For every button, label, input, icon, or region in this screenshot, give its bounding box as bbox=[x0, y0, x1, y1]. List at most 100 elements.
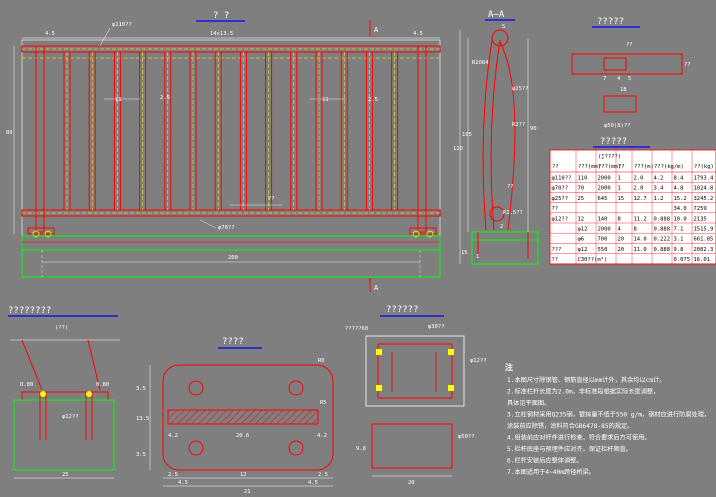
qty-cell: 2.0 bbox=[634, 186, 644, 192]
plate-dim-4: 12 bbox=[240, 472, 247, 478]
anchor-plate bbox=[21, 391, 109, 401]
pipe-leader bbox=[99, 27, 111, 47]
qty-cell: 1024.8 bbox=[694, 186, 714, 192]
note-line: 5.栏杆底座与预埋件应对齐，保证栏杆顺直。 bbox=[507, 445, 632, 453]
qty-cell: 3245.2 bbox=[694, 196, 714, 202]
anchor-plan-0: φ30?? bbox=[428, 324, 445, 330]
qty-cell: 34.0 bbox=[674, 206, 687, 212]
curved-post-outer bbox=[482, 39, 493, 231]
qty-subtitle: (∑????) bbox=[598, 154, 621, 160]
plate-dim-2: 4.2 bbox=[317, 433, 327, 439]
qty-cell: ??? bbox=[552, 247, 562, 253]
anchor-plan-bolt-tl bbox=[376, 349, 382, 355]
detail-tr-4: 18 bbox=[620, 87, 627, 93]
detail-tr-sleeve bbox=[603, 95, 637, 113]
qty-cell: 15 bbox=[618, 196, 625, 202]
qty-cell: ?? bbox=[552, 257, 559, 263]
plate-dim-1: 20.6 bbox=[236, 433, 249, 439]
end-post-left bbox=[35, 45, 45, 233]
aa-label-2: R2?? bbox=[512, 122, 525, 128]
plate-dim-3: 2.5 bbox=[168, 472, 178, 478]
aa-curb bbox=[471, 239, 539, 265]
qty-cell: 10.0 bbox=[674, 216, 687, 222]
qty-grid: (∑????)?????(mm)???(mm)?????(m)???(kg/m)… bbox=[550, 150, 716, 264]
anchor-plan-5: φ50?? bbox=[458, 434, 475, 440]
qty-header-cell: ???(mm) bbox=[578, 164, 601, 170]
base-plate-left bbox=[27, 227, 55, 235]
post-label: φ70?? bbox=[218, 225, 235, 231]
anchor-plan: ?????? φ30?? ?????60 φ12?? 20 9.8 φ50?? bbox=[345, 305, 487, 486]
qty-cell: 15.2 bbox=[674, 196, 687, 202]
anchor-plan-title: ?????? bbox=[386, 305, 419, 315]
qty-cell: 3.4 bbox=[654, 186, 665, 192]
bottom-pipe-section bbox=[489, 206, 505, 222]
note-line: 具体见平面图。 bbox=[507, 399, 550, 407]
note-line: 3.立柱钢材采用Q235钢，镀锌量不低于550 g/m，钢材应进行防腐处理， bbox=[507, 411, 710, 419]
anchor-subtitle: (??) bbox=[55, 325, 68, 331]
anchor-plan-3: 20 bbox=[408, 480, 415, 486]
anchor-nut-left bbox=[40, 391, 46, 397]
qty-cell: 25 bbox=[578, 196, 585, 202]
qty-cell: 8.4 bbox=[674, 176, 685, 182]
gap-label-right2: 2.5 bbox=[368, 97, 378, 103]
note-line: 7.本图适用于4~40m跨径桥梁。 bbox=[507, 468, 595, 476]
qty-cell: 11.2 bbox=[634, 216, 647, 222]
anchor-block bbox=[13, 399, 115, 471]
qty-cell: 645 bbox=[598, 196, 608, 202]
aa-dim-4: 15 bbox=[461, 250, 468, 256]
qty-cell: 3.1 bbox=[674, 237, 684, 243]
post-leader bbox=[199, 219, 217, 229]
qty-cell: 1793.4 bbox=[694, 176, 715, 182]
qty-cell: φ25?? bbox=[552, 196, 569, 202]
aa-dim-6: 2 bbox=[500, 224, 503, 230]
plate-title: ???? bbox=[222, 337, 244, 347]
detail-tr-2: 4 bbox=[617, 76, 621, 82]
elevation-view: ? ? A A 4.5 14x13.5 4.5 φ110?? 11 2.5 11… bbox=[6, 11, 441, 292]
qty-cell: 140 bbox=[598, 216, 608, 222]
aa-dim-0: 5 bbox=[502, 24, 505, 30]
qty-cell: 0.888 bbox=[654, 227, 671, 233]
detail-tr-5: ?? bbox=[684, 62, 691, 68]
qty-cell: φ12 bbox=[578, 247, 588, 253]
anchor-plan-inner bbox=[377, 343, 453, 399]
detail-tr-title: ????? bbox=[597, 17, 624, 27]
quantity-table: ????? (∑????)?????(mm)???(mm)?????(m)???… bbox=[549, 137, 716, 265]
anchor-label-3: 25 bbox=[62, 472, 69, 478]
qty-cell: 14.0 bbox=[634, 237, 647, 243]
qty-cell: φ12 bbox=[578, 227, 588, 233]
plate-dim-10: 3.5 bbox=[136, 386, 146, 392]
notes-block: 注 1.本图尺寸除钢管、钢筋直径以mm计外，其余均以cm计。2.标准栏杆长度为2… bbox=[505, 362, 710, 476]
anchor-label-2: 0.80 bbox=[96, 382, 109, 388]
dim-top-left: 4.5 bbox=[45, 31, 55, 37]
elevation-frame bbox=[21, 39, 441, 278]
qty-cell: 110 bbox=[578, 176, 588, 182]
note-line: 1.本图尺寸除钢管、钢筋直径以mm计外，其余均以cm计。 bbox=[507, 376, 665, 384]
qty-cell: 1.2 bbox=[654, 196, 664, 202]
qty-cell: φ110?? bbox=[552, 176, 572, 182]
curb-top bbox=[21, 235, 441, 251]
qty-cell: 2.0 bbox=[634, 176, 644, 182]
qty-header-cell: ???(kg/m) bbox=[654, 164, 684, 170]
detail-tr-1: 7 bbox=[603, 76, 606, 82]
section-aa-title: A—A bbox=[488, 10, 505, 20]
qty-cell: 20 bbox=[618, 237, 625, 243]
plate-dim-8: 21 bbox=[244, 489, 251, 495]
qty-cell: 11.0 bbox=[634, 247, 647, 253]
anchor-plan-1: ?????60 bbox=[345, 326, 368, 332]
post-back-curve bbox=[499, 41, 516, 231]
curb-body bbox=[21, 249, 441, 278]
anchor-plan-lower bbox=[371, 423, 453, 469]
plate-hole-br bbox=[288, 440, 304, 456]
aa-dim-1: 120 bbox=[453, 146, 463, 152]
qty-cell: φ12?? bbox=[552, 216, 569, 222]
qty-cell: φ6 bbox=[578, 237, 585, 243]
top-pipe-section bbox=[491, 29, 509, 47]
pipe-label: φ110?? bbox=[112, 22, 132, 28]
qty-cell: 7259 bbox=[694, 206, 707, 212]
anchor-plan-bolt-bl bbox=[376, 385, 382, 391]
anchor-plan-outer bbox=[365, 335, 465, 407]
aa-dim-3: 90 bbox=[530, 126, 537, 132]
elevation-title: ? ? bbox=[213, 11, 229, 21]
plate-dim-13: R5 bbox=[320, 400, 327, 406]
detail-tr-6: φ50(8)?? bbox=[604, 123, 631, 129]
